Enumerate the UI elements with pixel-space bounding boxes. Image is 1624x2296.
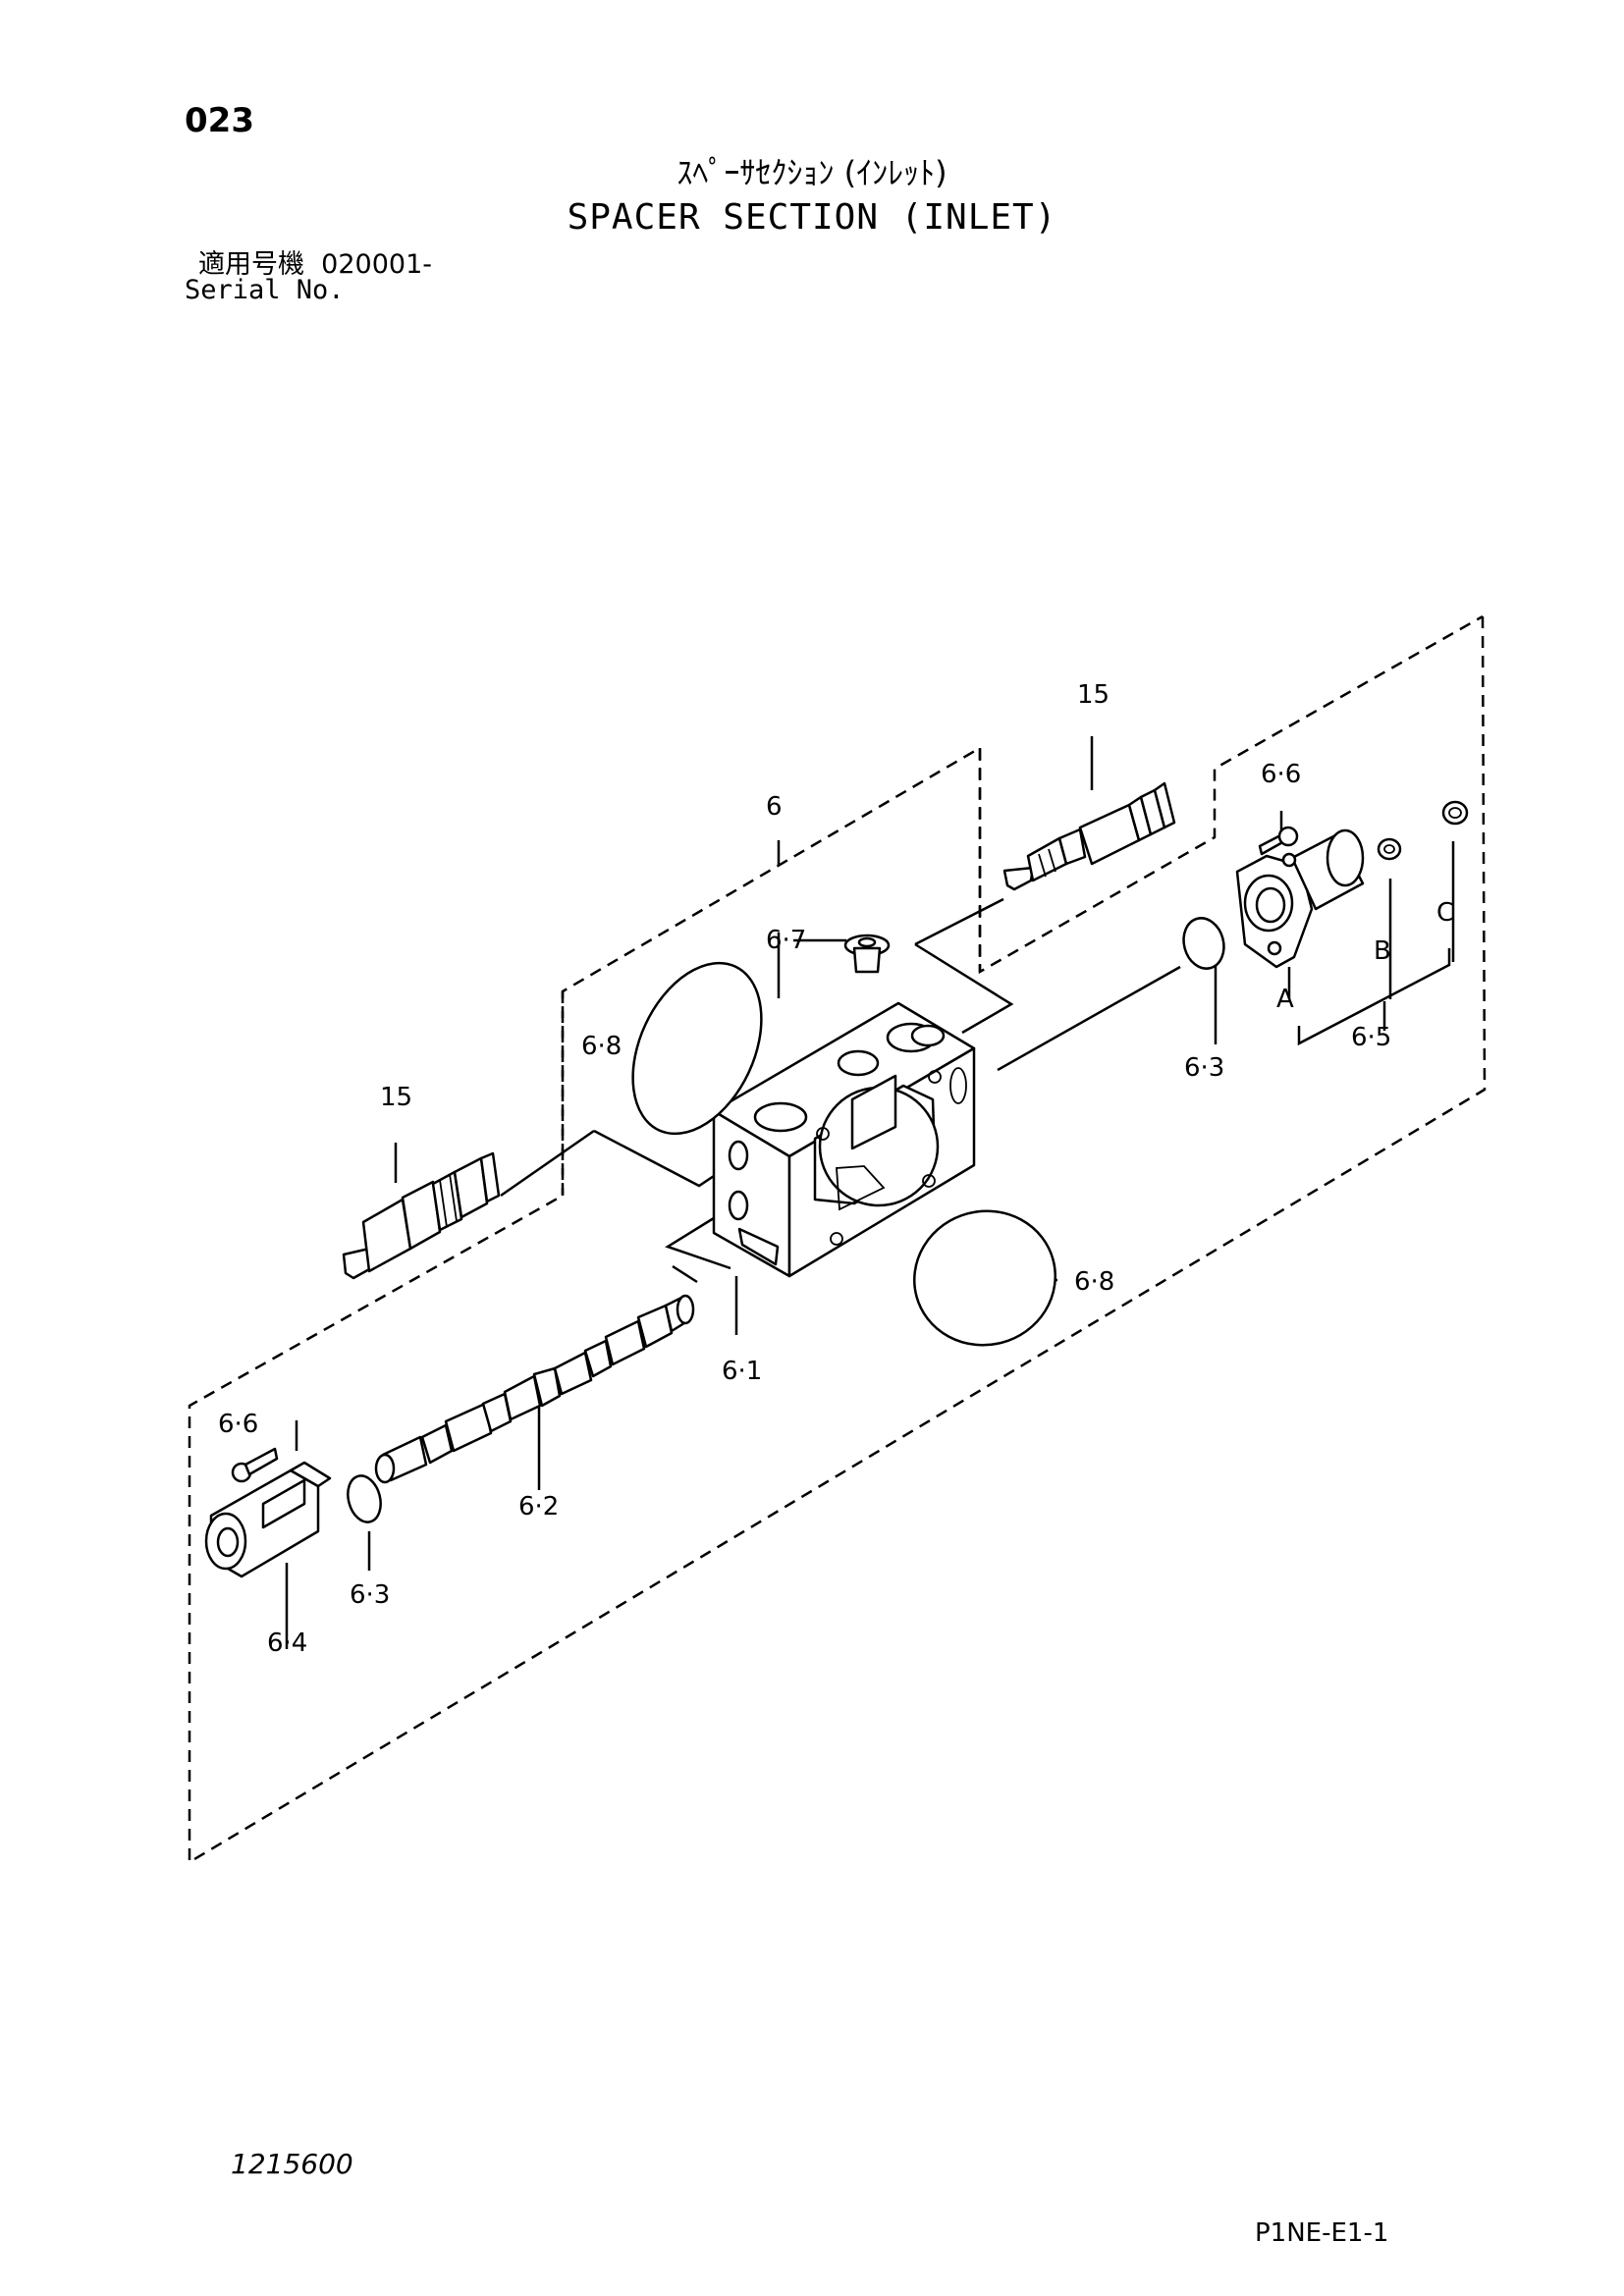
- spacer-housing-6-1: [712, 1001, 976, 1278]
- serial-number-label: Serial No.: [185, 275, 345, 305]
- spool-6-2: [374, 1294, 695, 1484]
- washer-b: [1377, 837, 1402, 861]
- serial-label-jp: 適用号機: [198, 249, 304, 280]
- o-ring-6-8-bottom: [913, 1209, 1056, 1347]
- callout-6-4: 6·4: [267, 1629, 307, 1658]
- relief-valve-cartridge-top: [1002, 781, 1176, 891]
- callout-6-3-left: 6·3: [350, 1580, 390, 1610]
- callout-6-2: 6·2: [518, 1492, 559, 1522]
- callout-6-6-top: 6·6: [1261, 760, 1301, 789]
- callout-6-1: 6·1: [722, 1357, 762, 1386]
- page-number: 023: [185, 101, 254, 140]
- screw-6-6-top: [1258, 826, 1299, 856]
- leader-lines: [285, 736, 1455, 1649]
- callout-6-6-bottom: 6·6: [218, 1410, 258, 1439]
- page-title: SPACER SECTION (INLET): [567, 197, 1057, 238]
- relief-valve-cartridge-left: [342, 1151, 501, 1280]
- serial-value: 020001-: [321, 249, 432, 280]
- callout-6-7: 6·7: [766, 926, 806, 955]
- callout-15-top: 15: [1077, 680, 1110, 710]
- plug-6-7: [843, 934, 891, 974]
- end-cap-6-4: [204, 1461, 332, 1578]
- callout-a: A: [1276, 985, 1294, 1014]
- callout-6-3-right: 6·3: [1184, 1053, 1224, 1083]
- callout-6-5: 6·5: [1351, 1023, 1391, 1052]
- page-title-japanese: ｽﾍﾟｰｻｾｸｼｮﾝ (ｲﾝﾚｯﾄ): [677, 154, 947, 191]
- page-code: P1NE-E1-1: [1255, 2218, 1389, 2248]
- callout-6-8-top: 6·8: [581, 1032, 622, 1061]
- callout-15-left: 15: [380, 1083, 412, 1112]
- callout-6: 6: [766, 792, 783, 822]
- o-ring-6-3-right: [1182, 917, 1225, 970]
- serial-number-label-jp: 適用号機 020001-: [198, 251, 432, 278]
- callout-c: C: [1436, 898, 1454, 928]
- callout-6-8-bottom: 6·8: [1074, 1267, 1114, 1297]
- callout-b: B: [1374, 936, 1391, 966]
- cap-flange-6-5: [1235, 828, 1365, 969]
- o-ring-6-8-top: [631, 961, 763, 1136]
- o-ring-6-3-left: [347, 1474, 382, 1523]
- washer-c: [1441, 800, 1469, 826]
- drawing-number: 1215600: [231, 2148, 353, 2180]
- screw-6-6-bottom: [231, 1447, 279, 1483]
- assembly-boundary-6: [188, 614, 1487, 1865]
